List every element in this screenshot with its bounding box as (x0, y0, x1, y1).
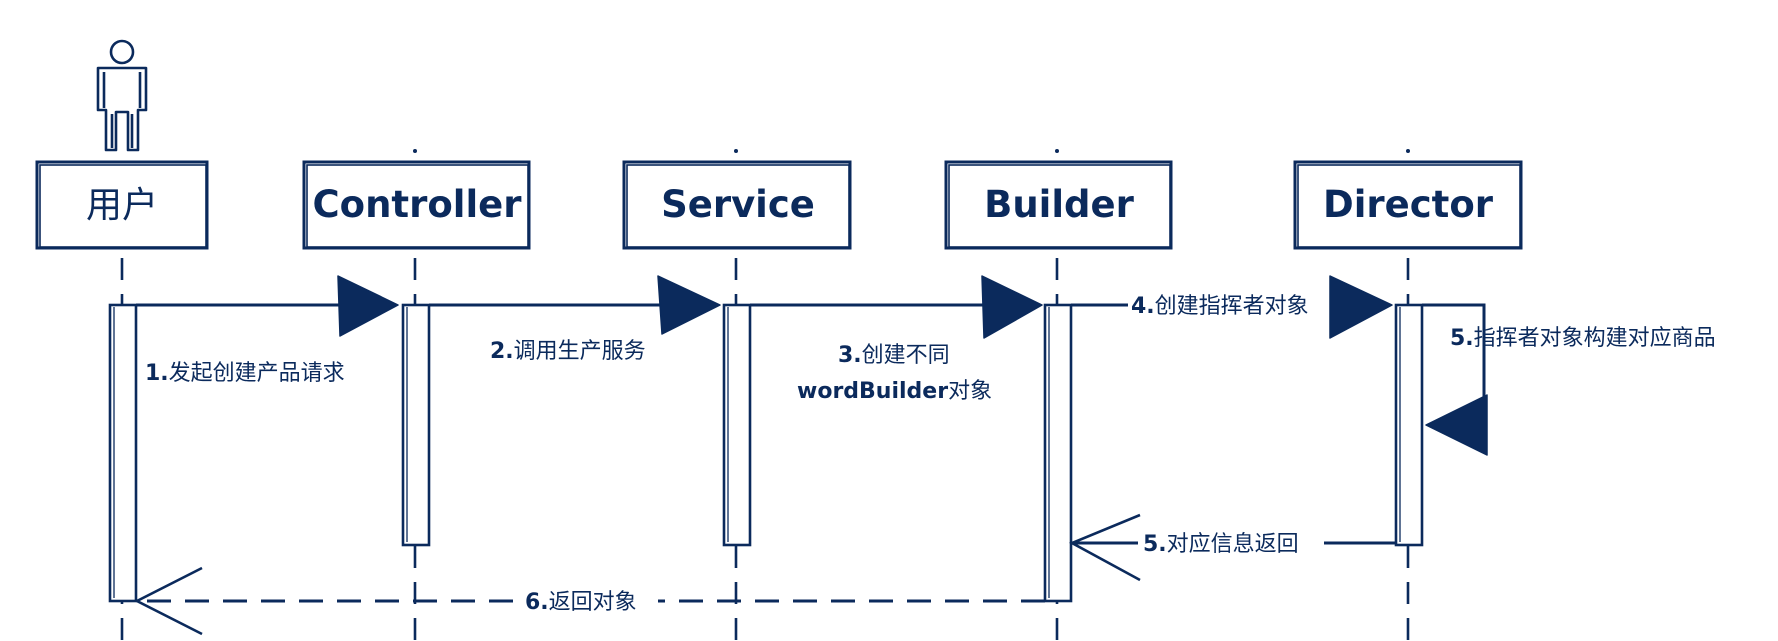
message-label: 6.返回对象 (525, 590, 637, 615)
participant-controller: Controller (302, 160, 531, 250)
message-2: 2.调用生产服务 (429, 275, 721, 364)
participant-label: Service (661, 183, 815, 226)
participant-user: 用户 (35, 160, 209, 250)
participant-box (622, 160, 852, 250)
participant-box (1293, 160, 1523, 250)
message-label: 2.调用生产服务 (490, 339, 646, 364)
lifeline-dot-controller (413, 149, 417, 153)
message-label: 5.对应信息返回 (1143, 532, 1299, 557)
actor-body (96, 66, 148, 152)
message-5-return: 5.对应信息返回 (1068, 513, 1396, 582)
message-label: 5.指挥者对象构建对应商品 (1450, 326, 1716, 351)
message-4: 4.创建指挥者对象 (1071, 275, 1393, 339)
message-label: 4.创建指挥者对象 (1131, 294, 1309, 319)
message-6-return: 6.返回对象 (134, 566, 1045, 636)
participant-service: Service (622, 160, 852, 250)
arrowhead-filled-icon (337, 275, 399, 337)
participant-builder: Builder (944, 160, 1173, 250)
activations (108, 303, 1424, 603)
participant-box (302, 160, 531, 250)
message-3: 3.创建不同 wordBuilder对象 (750, 275, 1043, 404)
actor-head (109, 39, 135, 65)
arrowhead-filled-icon (1425, 394, 1488, 456)
participant-box (944, 160, 1173, 250)
arrowhead-open-icon (134, 566, 203, 636)
message-label: 1.发起创建产品请求 (145, 361, 345, 386)
actor-user-figure (96, 39, 148, 152)
arrowhead-filled-icon (657, 275, 721, 335)
participant-director: Director (1293, 160, 1523, 250)
participant-label: Director (1323, 183, 1494, 226)
lifelines (120, 149, 1410, 641)
message-1: 1.发起创建产品请求 (136, 275, 399, 386)
lifeline-dot-builder (1055, 149, 1059, 153)
participant-label: 用户 (86, 185, 158, 226)
arrowhead-filled-icon (1329, 275, 1393, 339)
participant-label: Controller (313, 183, 523, 226)
lifeline-dot-director (1406, 149, 1410, 153)
participant-box (35, 160, 209, 250)
message-5-self: 5.指挥者对象构建对应商品 (1422, 303, 1716, 456)
arrowhead-open-icon (1068, 513, 1141, 582)
message-label-line2: wordBuilder对象 (797, 379, 992, 404)
participant-label: Builder (984, 183, 1134, 226)
lifeline-dot-service (734, 149, 738, 153)
arrowhead-filled-icon (981, 275, 1043, 339)
message-label: 3.创建不同 (838, 343, 950, 368)
